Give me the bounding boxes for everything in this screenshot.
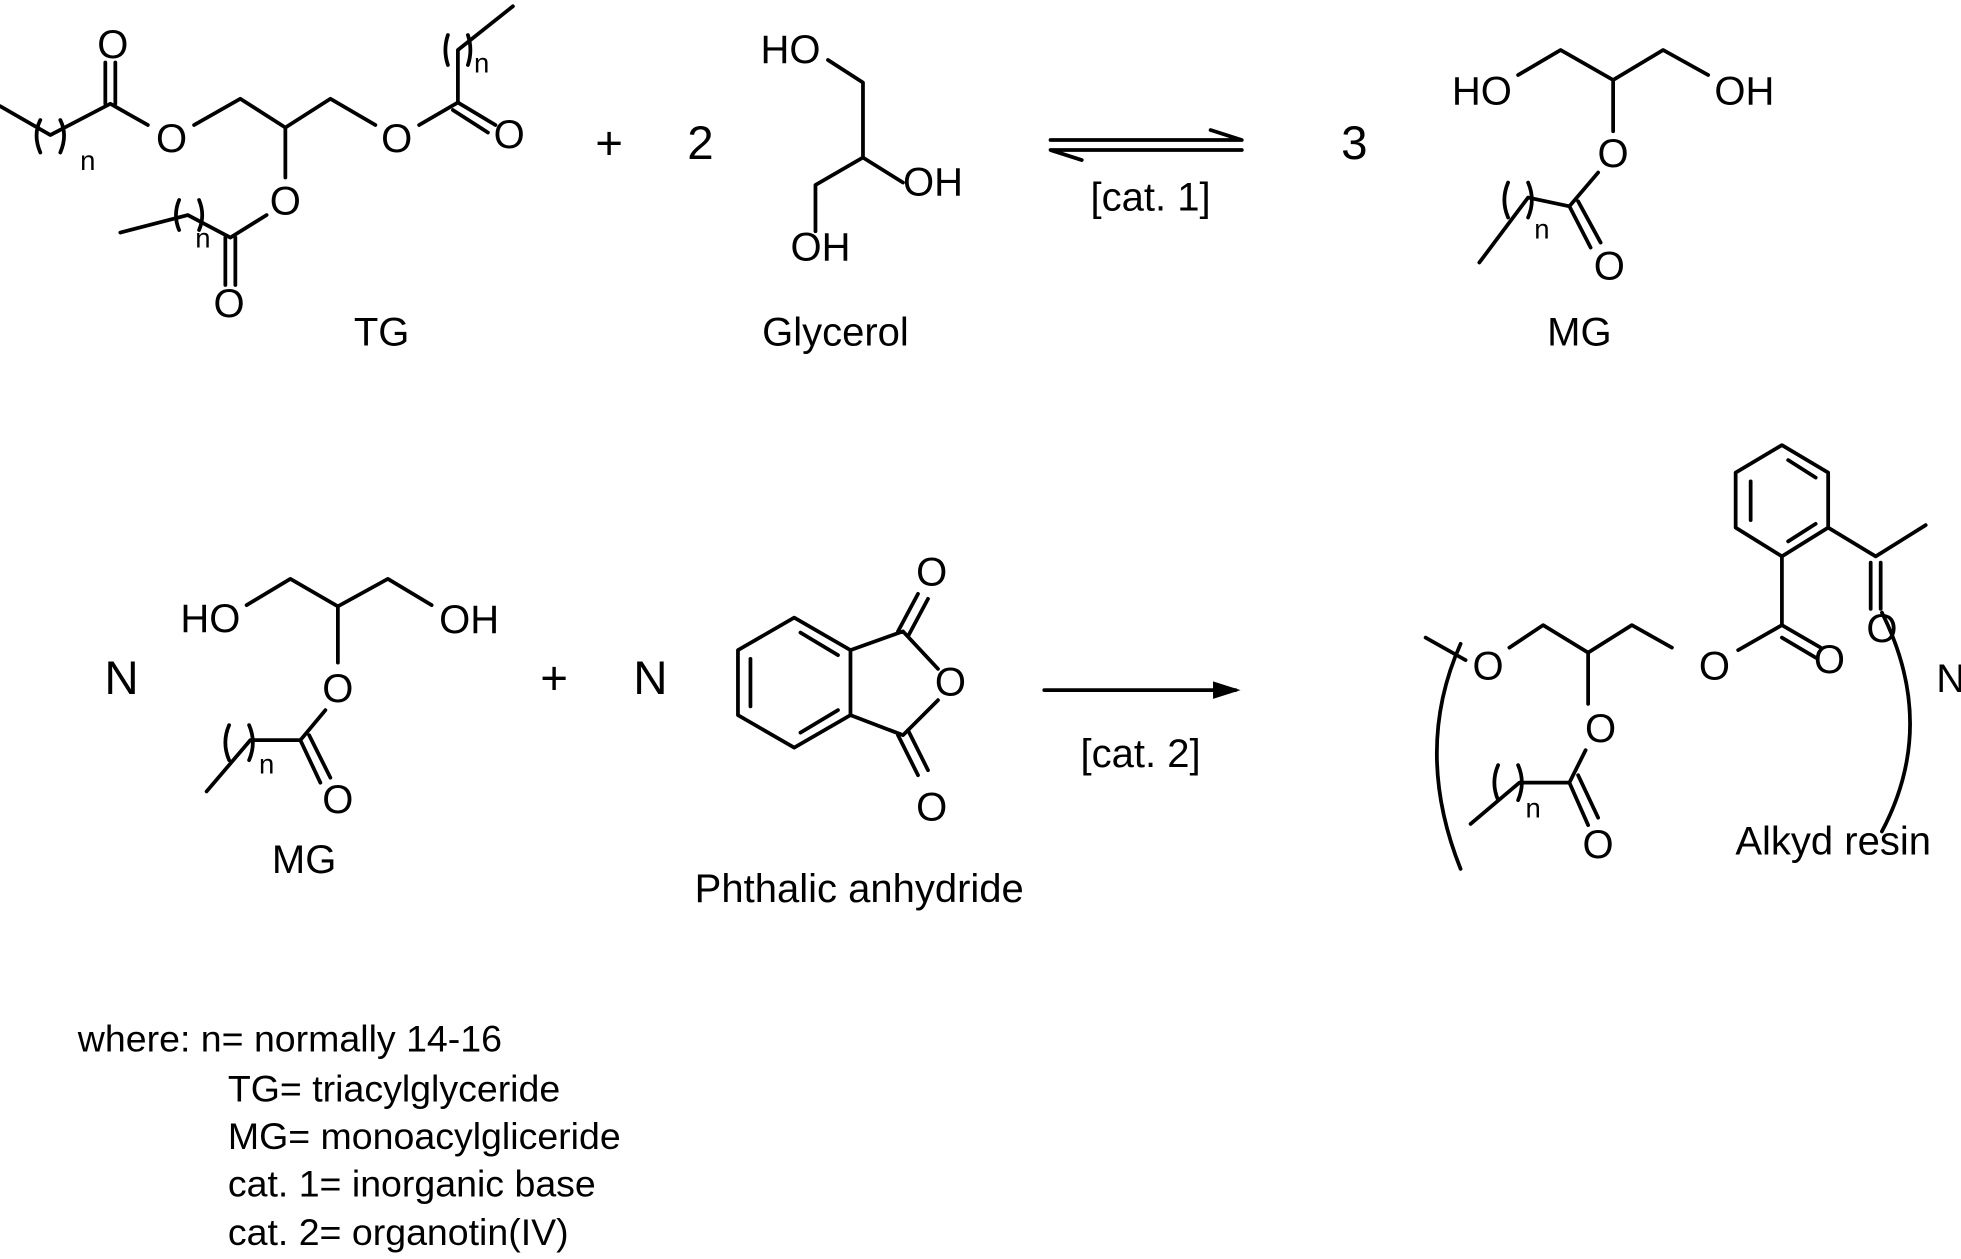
coefficient: 2: [687, 117, 713, 170]
legend-line: where: n= normally 14-16: [77, 1017, 502, 1059]
coefficient: 3: [1341, 117, 1367, 170]
atom-o: O: [156, 117, 187, 161]
subscript-n: n: [474, 47, 489, 78]
atom-oh: OH: [790, 226, 850, 270]
atom-oh: OH: [1714, 69, 1774, 113]
tg-label: TG: [354, 311, 410, 355]
coefficient-n: N: [633, 652, 667, 705]
atom-oh: OH: [439, 598, 499, 642]
glycerol-structure: HO OH OH: [760, 28, 963, 270]
catalyst-2-label: [cat. 2]: [1081, 732, 1201, 776]
subscript-n: n: [1534, 214, 1549, 245]
legend-line: TG= triacylglyceride: [228, 1067, 560, 1109]
mg-structure: HO OH O n O: [1452, 48, 1774, 288]
atom-o: O: [1585, 707, 1616, 751]
atom-o: O: [494, 113, 525, 157]
subscript-n: n: [259, 749, 274, 780]
atom-o: O: [97, 23, 128, 67]
atom-o: O: [322, 667, 353, 711]
atom-o: O: [1583, 823, 1614, 867]
atom-o: O: [916, 786, 947, 830]
atom-ho: HO: [760, 28, 820, 72]
atom-o: O: [935, 661, 966, 705]
legend-line: cat. 1= inorganic base: [228, 1162, 596, 1204]
mg-label: MG: [1547, 311, 1611, 355]
atom-o: O: [1598, 132, 1629, 176]
phthalic-anhydride-structure: O O O: [736, 551, 966, 830]
alkyd-resin-structure: O O O O O n O N: [1423, 443, 1961, 871]
repeat-subscript-n: N: [1936, 657, 1961, 701]
atom-o: O: [270, 179, 301, 223]
atom-o: O: [916, 551, 947, 595]
plus-sign: +: [595, 117, 623, 170]
atom-o: O: [1594, 244, 1625, 288]
subscript-n: n: [80, 145, 95, 176]
legend: where: n= normally 14-16 TG= triacylglyc…: [77, 1017, 621, 1253]
tg-structure: O O n O O n O n O: [0, 4, 525, 326]
atom-ho: HO: [180, 597, 240, 641]
mg-label-2: MG: [272, 838, 336, 882]
atom-oh: OH: [903, 161, 963, 205]
catalyst-1-label: [cat. 1]: [1091, 176, 1211, 220]
mg-structure-2: HO OH O n O: [180, 576, 499, 822]
atom-o: O: [1473, 644, 1504, 688]
atom-o: O: [1866, 607, 1897, 651]
subscript-n: n: [1525, 792, 1540, 823]
equilibrium-arrow: [1048, 128, 1244, 162]
subscript-n: n: [195, 222, 210, 253]
phthalic-anhydride-label: Phthalic anhydride: [695, 867, 1024, 911]
atom-o: O: [214, 282, 245, 326]
glycerol-label: Glycerol: [762, 311, 909, 355]
legend-line: cat. 2= organotin(IV): [228, 1211, 569, 1253]
atom-o: O: [1699, 644, 1730, 688]
atom-o: O: [381, 117, 412, 161]
plus-sign: +: [540, 652, 568, 705]
reaction-arrow: [1042, 681, 1241, 699]
atom-o: O: [1814, 638, 1845, 682]
atom-ho: HO: [1452, 69, 1512, 113]
alkyd-resin-label: Alkyd resin: [1735, 819, 1931, 863]
coefficient-n: N: [104, 652, 138, 705]
atom-o: O: [322, 778, 353, 822]
legend-line: MG= monoacylgliceride: [228, 1115, 621, 1157]
